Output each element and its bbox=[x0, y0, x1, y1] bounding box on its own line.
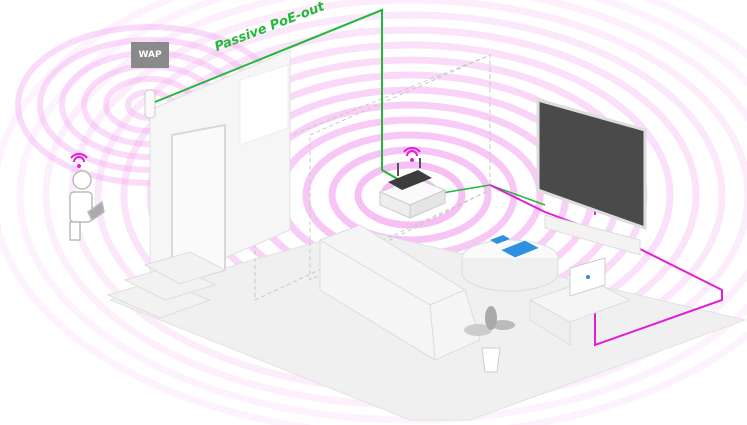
phone bbox=[490, 235, 510, 244]
ethernet-cable bbox=[489, 184, 723, 347]
window bbox=[239, 64, 289, 146]
person-with-laptop bbox=[69, 170, 105, 241]
signal-ring bbox=[354, 161, 466, 229]
wifi-icon bbox=[70, 147, 421, 163]
desk-with-laptop bbox=[528, 257, 632, 346]
sofa bbox=[318, 224, 481, 361]
signal-ring bbox=[328, 146, 492, 244]
poe-cable bbox=[154, 8, 409, 186]
router bbox=[378, 158, 447, 219]
wap-device bbox=[144, 89, 156, 119]
wap-label: WAP bbox=[131, 42, 169, 68]
dashed-walls bbox=[254, 54, 491, 301]
stairs bbox=[106, 251, 227, 319]
tv bbox=[536, 98, 647, 256]
plant bbox=[464, 306, 515, 373]
tablet bbox=[498, 239, 542, 259]
coffee-table bbox=[461, 235, 559, 292]
